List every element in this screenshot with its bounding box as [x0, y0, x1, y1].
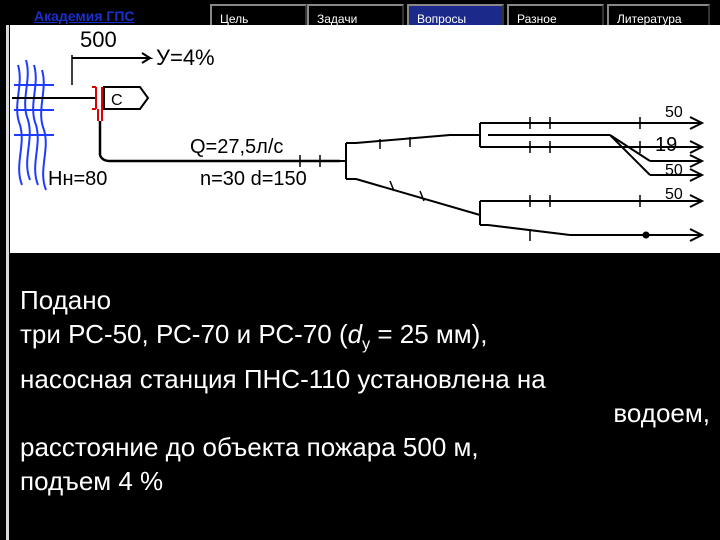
- hose-params-label: n=30 d=150: [200, 168, 307, 190]
- main-hose-line: [98, 121, 340, 163]
- water-source-icon: [14, 59, 54, 191]
- left-border: [6, 25, 9, 540]
- branch-label-2: 19: [655, 134, 677, 156]
- text-line-1: Подано: [20, 285, 112, 315]
- branch-label-3: 50: [665, 162, 683, 179]
- flow-label: Q=27,5л/с: [190, 136, 283, 158]
- distance-label: 500: [80, 27, 117, 52]
- text-line-2: три РС-50, РС-70 и РС-70 (dу = 25 мм),: [20, 319, 488, 354]
- task-description: Подано три РС-50, РС-70 и РС-70 (dу = 25…: [20, 283, 710, 498]
- branch-fork-3: [479, 200, 700, 236]
- pump-symbol: [92, 86, 150, 121]
- brand-link[interactable]: Академия ГПС: [34, 8, 135, 24]
- branch-fork-2: [479, 122, 700, 148]
- text-line-6: подъем 4 %: [20, 466, 164, 497]
- branch-label-1: 50: [665, 104, 683, 121]
- branch-label-4: 50: [665, 186, 683, 203]
- head-label: Нн=80: [48, 168, 107, 190]
- hydrant-label: С: [111, 92, 123, 109]
- text-line-3: насосная станция ПНС-110 установлена на: [20, 364, 546, 395]
- slope-label: У=4%: [156, 45, 215, 70]
- hose-line-diagram: С 500 У=4% Q=27,5л/с Нн=80 n=30 d=150: [10, 25, 720, 253]
- text-line-4: водоем,: [613, 398, 710, 429]
- nozzle-arrows: [650, 116, 705, 242]
- text-line-5: расстояние до объекта пожара 500 м,: [20, 432, 479, 463]
- branch-fork-1: [340, 134, 481, 216]
